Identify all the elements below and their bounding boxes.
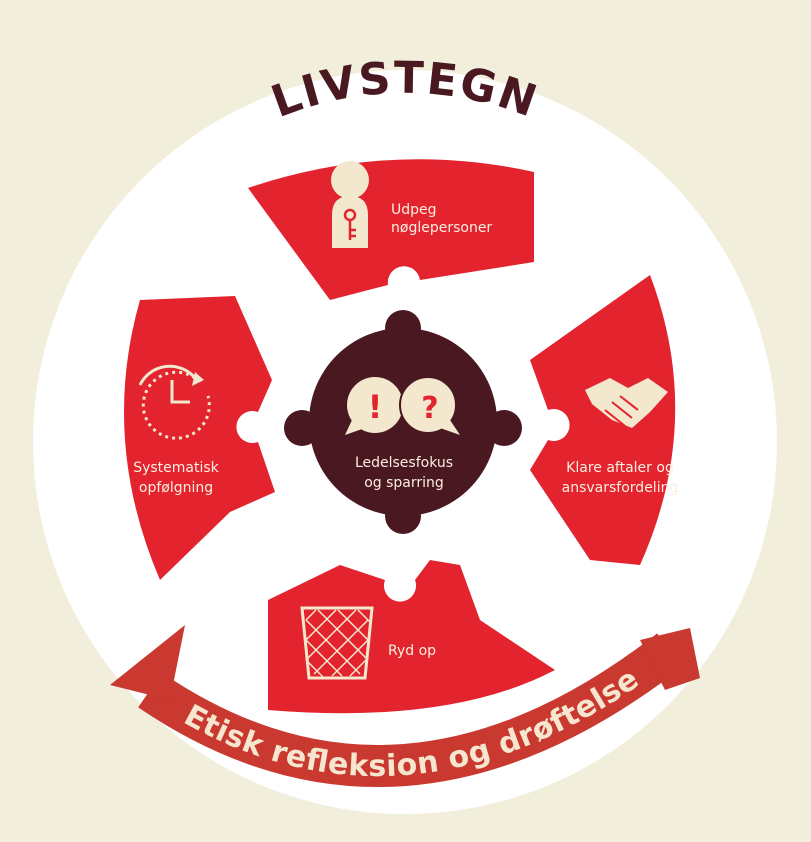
handshake-icon [585, 378, 668, 428]
piece-bottom-line1: Ryd op [388, 643, 436, 659]
puzzle-piece-top [248, 159, 534, 300]
piece-ryd-op[interactable]: Ryd op [268, 560, 555, 714]
piece-right-line2: ansvarsfordeling [562, 480, 679, 496]
exclamation-mark: ! [368, 388, 383, 426]
question-mark: ? [421, 391, 438, 426]
arrow-head-left [110, 625, 185, 700]
center-line2: og sparring [364, 475, 444, 491]
center-ledelsesfokus[interactable]: ! ? Ledelsesfokus og sparring [284, 310, 522, 534]
piece-systematisk-opfolgning[interactable]: Systematisk opfølgning [124, 296, 275, 580]
piece-left-line2: opfølgning [139, 480, 213, 496]
clock-cycle-icon [138, 364, 211, 440]
piece-left-line1: Systematisk [133, 460, 219, 476]
center-hub [284, 310, 522, 534]
piece-top-line2: nøglepersoner [391, 220, 492, 236]
arrow-head-right [640, 628, 700, 690]
person-key-icon [331, 161, 369, 248]
piece-udpeg-noglepersoner[interactable]: Udpeg nøglepersoner [248, 159, 534, 300]
speech-bubbles-icon: ! ? [345, 376, 460, 435]
puzzle-piece-right [530, 275, 676, 565]
puzzle-piece-bottom [268, 560, 555, 714]
wastebasket-icon [300, 606, 374, 680]
arrow-band [138, 633, 683, 788]
center-line1: Ledelsesfokus [355, 455, 453, 471]
piece-right-line1: Klare aftaler og [566, 460, 674, 476]
piece-top-line1: Udpeg [391, 202, 437, 218]
piece-klare-aftaler[interactable]: Klare aftaler og ansvarsfordeling [530, 275, 678, 565]
